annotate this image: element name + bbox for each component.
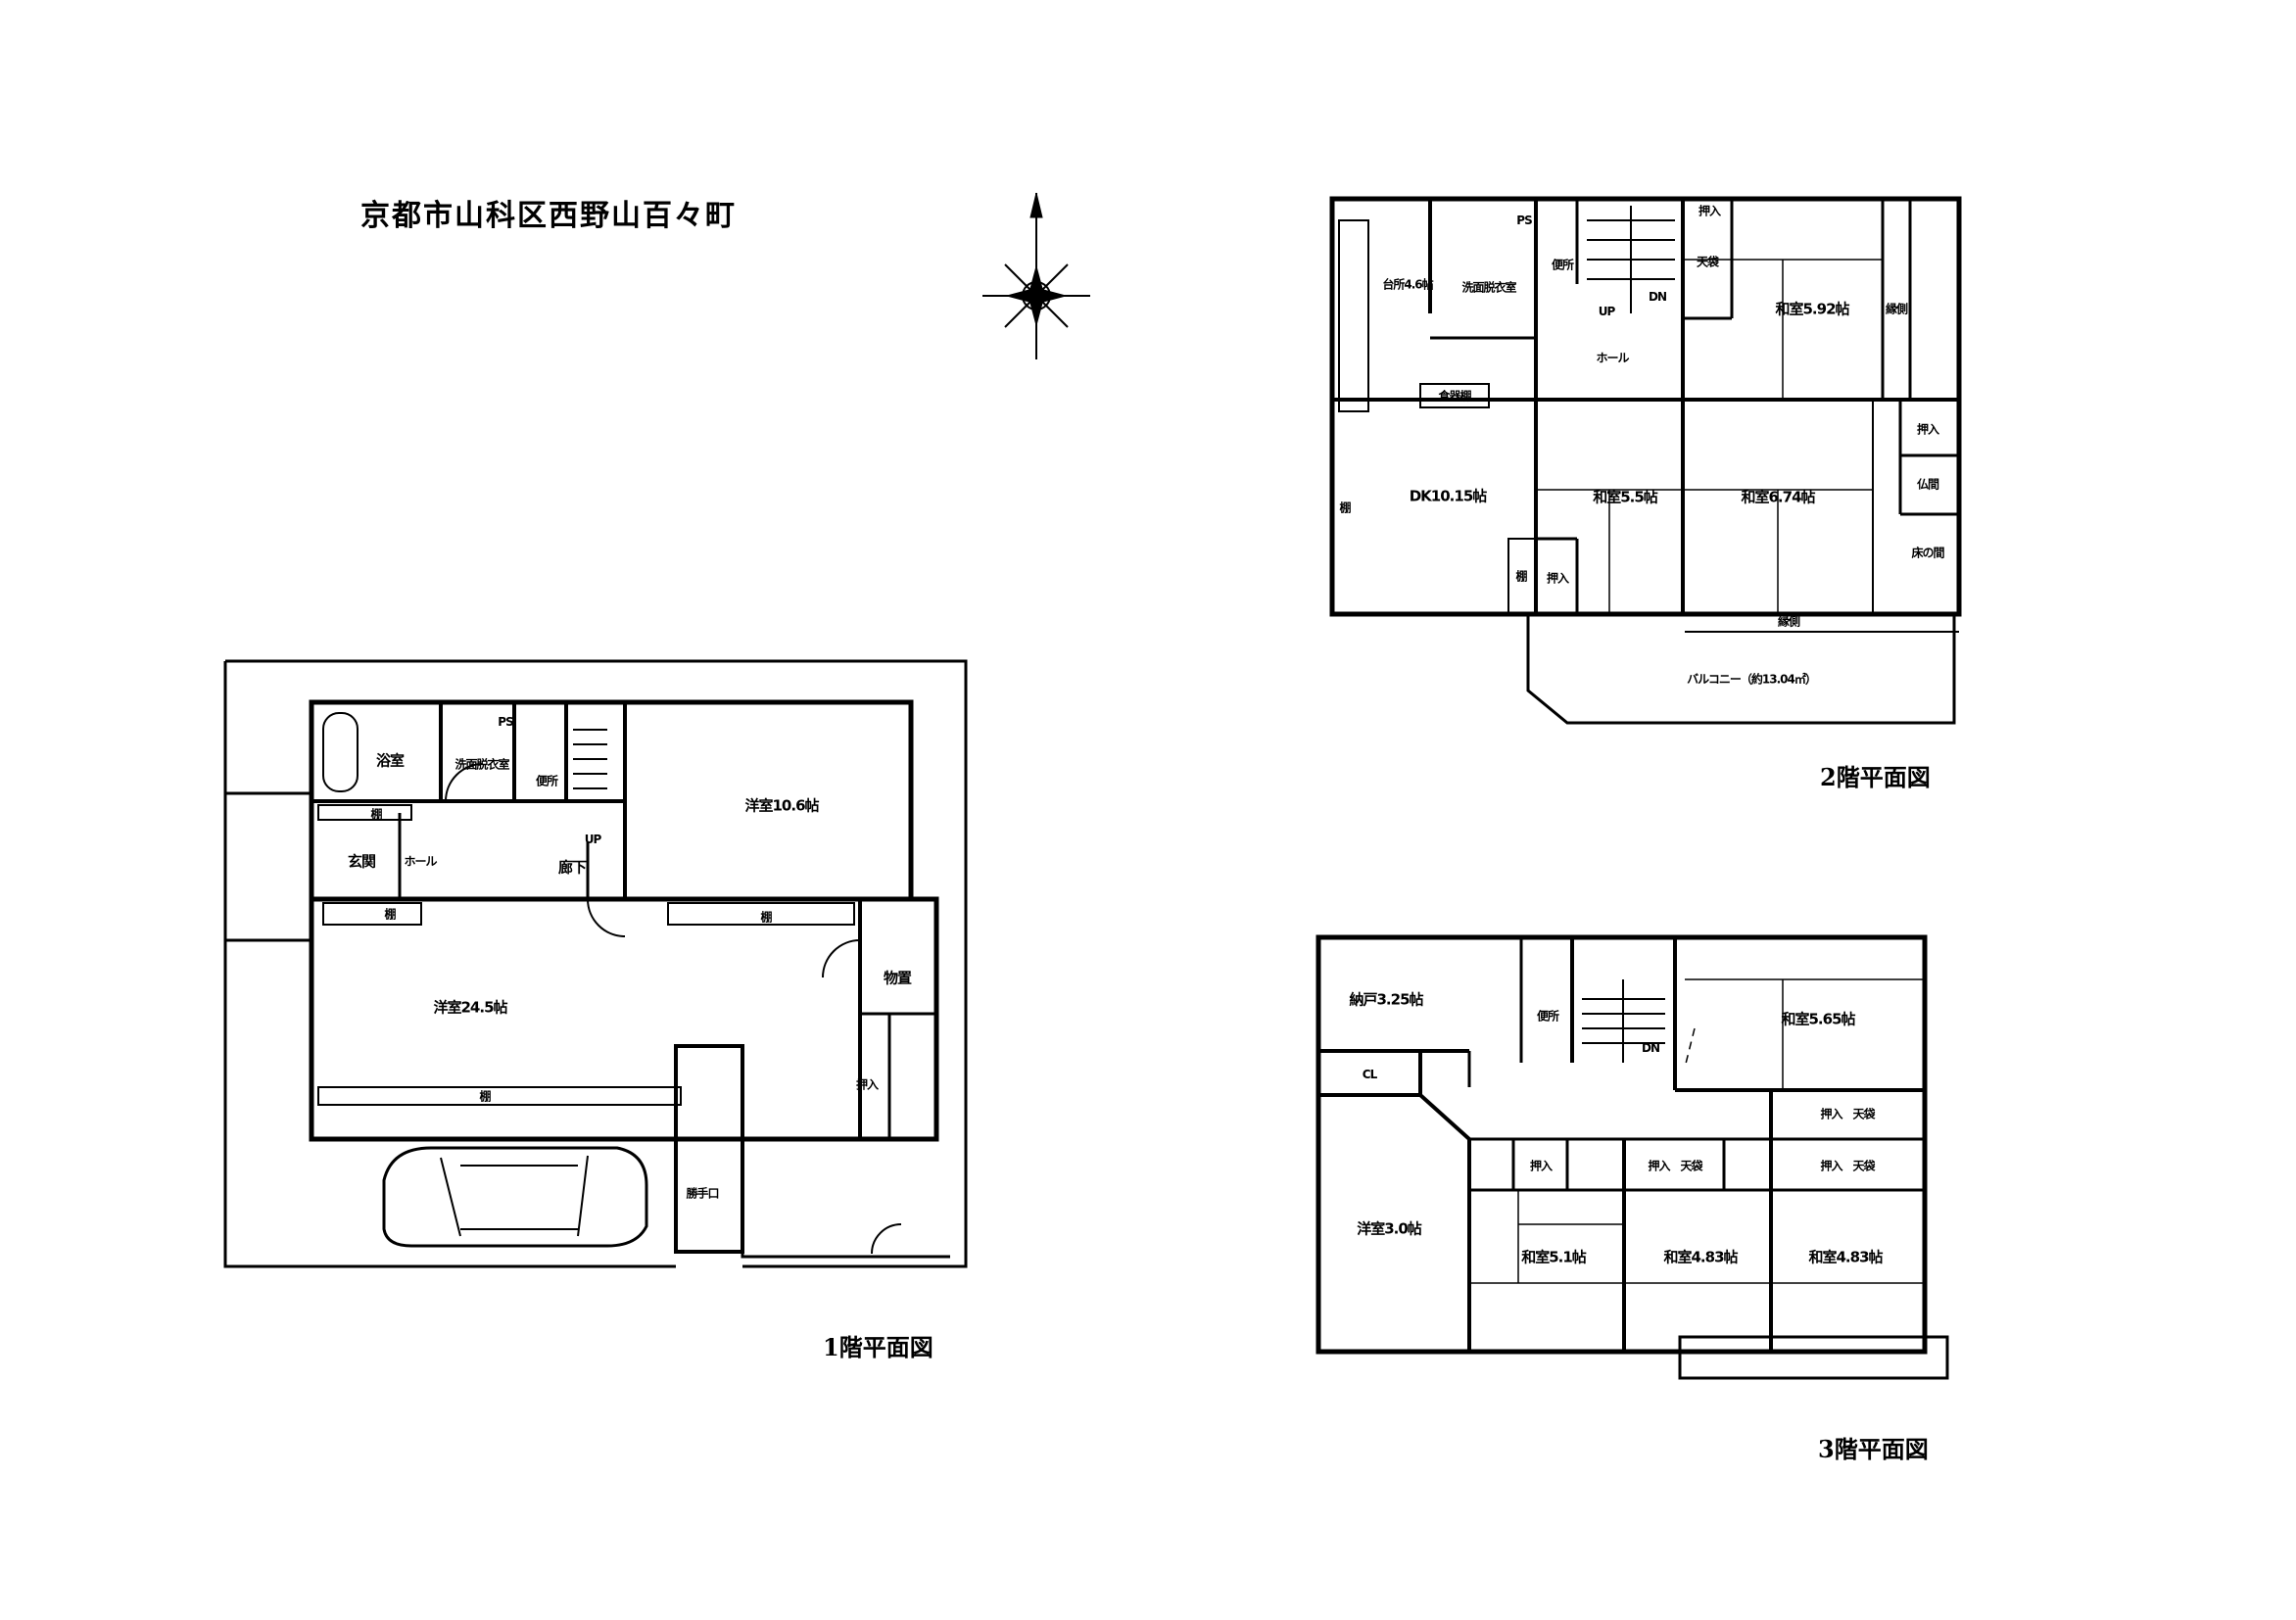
room-label-balcony: バルコニー（約13.04㎡） <box>1687 672 1817 687</box>
room-label-japanese-4-83: 和室4.83帖 <box>1663 1248 1738 1266</box>
room-label-closet: 押入 天袋 <box>1648 1159 1702 1173</box>
room-label-storeroom: 納戸3.25帖 <box>1349 990 1423 1009</box>
room-label-engawa: 縁側 <box>1777 614 1800 629</box>
stair-down-label: DN <box>1648 290 1667 304</box>
room-label-western-10-6: 洋室10.6帖 <box>744 796 819 815</box>
room-label-japanese-5-5: 和室5.5帖 <box>1593 488 1658 506</box>
stair-up-label: UP <box>1598 305 1616 318</box>
room-label-washroom: 洗面脱衣室 <box>1461 280 1516 295</box>
room-label-closet: 押入 <box>1529 1159 1553 1173</box>
stair-down-label: DN <box>1641 1041 1660 1055</box>
floor1-plan <box>223 659 968 1268</box>
room-label-closet: 押入 <box>855 1077 879 1092</box>
room-label-shelf: 棚 <box>384 907 396 922</box>
floor2-plan <box>1329 196 1962 725</box>
room-label-shelf: 棚 <box>1339 500 1351 515</box>
compass-icon <box>982 192 1090 359</box>
room-label-shelf: 棚 <box>1515 569 1527 584</box>
stair-up-label: UP <box>584 833 602 846</box>
room-label-japanese-5-1: 和室5.1帖 <box>1521 1248 1587 1266</box>
room-label-storage: 物置 <box>883 969 912 987</box>
room-label-cl: CL <box>1362 1068 1377 1081</box>
room-label-washroom: 洗面脱衣室 <box>454 757 509 772</box>
room-label-kitchen: 台所4.6帖 <box>1382 277 1433 292</box>
room-label-hall: ホール <box>1596 351 1629 365</box>
room-label-closet: 押入 天袋 <box>1820 1159 1875 1173</box>
room-label-japanese-5-92: 和室5.92帖 <box>1775 300 1849 318</box>
floor1-title: 1階平面図 <box>823 1333 933 1361</box>
room-label-ps: PS <box>1516 214 1532 227</box>
room-label-japanese-4-83: 和室4.83帖 <box>1808 1248 1883 1266</box>
room-label-ps: PS <box>498 715 513 729</box>
room-label-shelf: 棚 <box>479 1089 491 1104</box>
room-label-tokonoma: 床の間 <box>1911 546 1944 560</box>
room-label-hall: ホール <box>404 854 437 869</box>
room-label-japanese-6-74: 和室6.74帖 <box>1741 488 1815 506</box>
address-title: 京都市山科区西野山百々町 <box>360 199 737 233</box>
room-label-toilet: 便所 <box>535 774 558 788</box>
room-label-closet: 押入 <box>1916 422 1939 437</box>
room-label-toilet: 便所 <box>1536 1009 1559 1024</box>
room-label-closet: 押入 <box>1698 204 1721 218</box>
room-label-closet: 押入 天袋 <box>1820 1107 1875 1121</box>
room-label-shelf: 棚 <box>370 807 382 822</box>
room-label-corridor: 廊下 <box>557 858 587 877</box>
room-label-japanese-5-65: 和室5.65帖 <box>1781 1010 1855 1028</box>
room-label-butsuma: 仏間 <box>1916 477 1939 492</box>
room-label-engawa: 縁側 <box>1885 302 1908 316</box>
room-label-shelf: 棚 <box>760 910 772 925</box>
room-label-back-door: 勝手口 <box>686 1186 719 1201</box>
floor2-title: 2階平面図 <box>1820 763 1931 791</box>
room-label-dk: DK10.15帖 <box>1409 487 1488 505</box>
car-icon <box>382 1146 648 1248</box>
room-label-tenbukuro: 天袋 <box>1696 255 1719 269</box>
room-label-closet: 押入 <box>1546 571 1569 586</box>
room-label-entrance: 玄関 <box>347 852 376 871</box>
room-label-bath: 浴室 <box>375 751 405 770</box>
floor3-plan <box>1315 934 1949 1380</box>
room-label-toilet: 便所 <box>1551 258 1574 272</box>
room-label-western-24-5: 洋室24.5帖 <box>433 998 507 1017</box>
room-label-cupboard: 食器棚 <box>1438 389 1471 404</box>
room-label-western-3-0: 洋室3.0帖 <box>1357 1219 1422 1238</box>
floor3-title: 3階平面図 <box>1818 1435 1929 1463</box>
